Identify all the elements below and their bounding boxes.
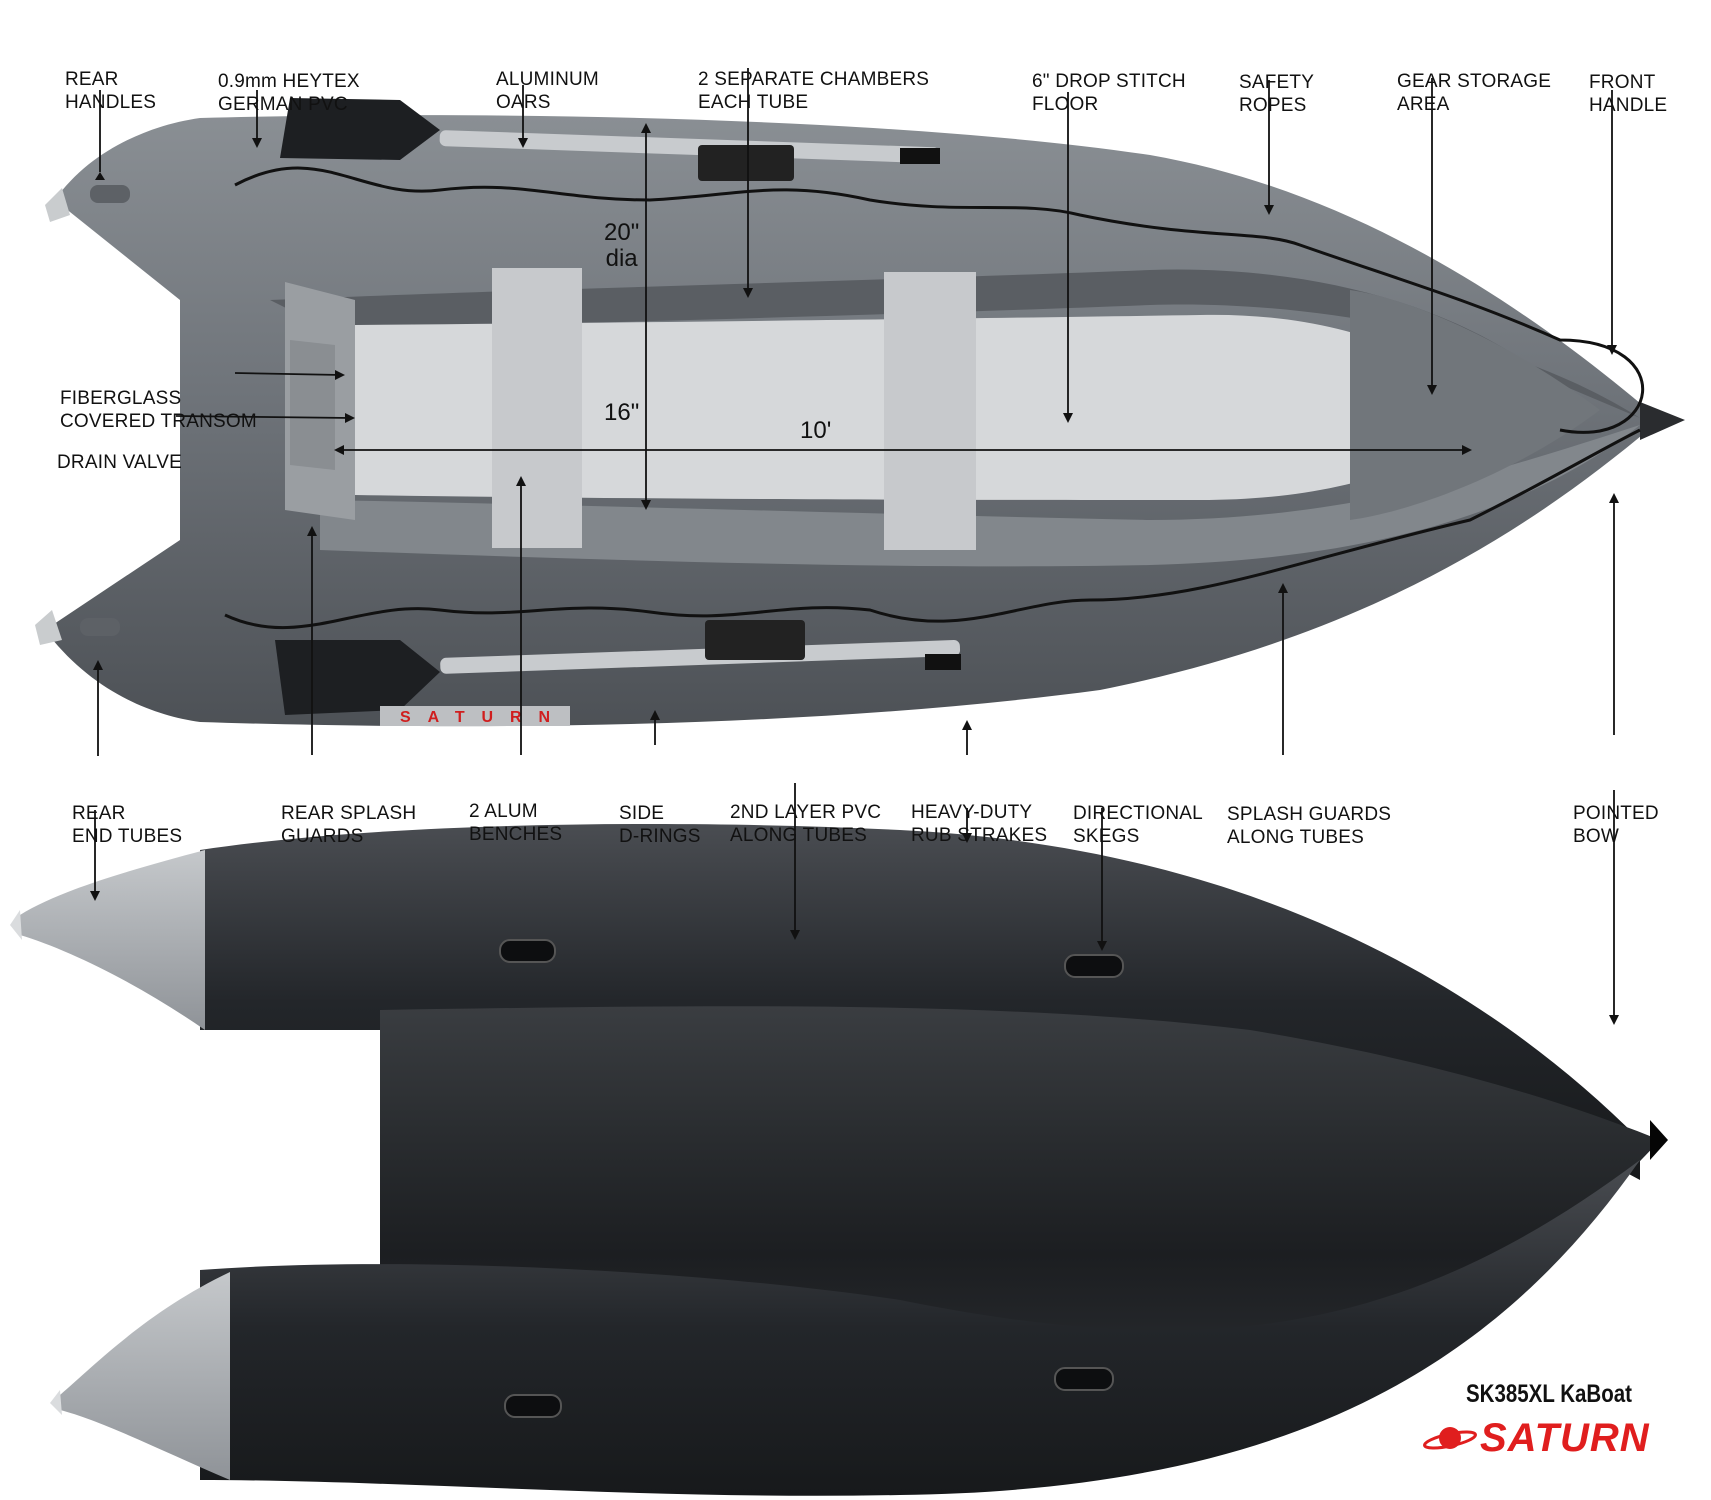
pointer-arrowheads [90,123,1619,1025]
rear-handle-bottom [80,618,120,636]
boat-bottom-view [10,824,1668,1496]
dim-tube-diameter: 20"dia [604,219,640,272]
rear-end-tube-upper [20,850,205,1030]
dim-length: 10' [800,417,832,444]
rear-cone-bottom [35,610,62,645]
model-name: SK385XL KaBoat [1466,1380,1632,1408]
dim-inner-width: 16" [604,399,640,426]
label-drain-valve: DRAIN VALVE [57,452,183,473]
oar-top [280,98,940,181]
brand-logo-text: SATURN [1480,1416,1650,1460]
safety-rope-top [234,166,1645,434]
bench-front [884,272,976,550]
skeg-upper-rear [499,939,556,963]
skeg-lower-rear [504,1394,562,1418]
gear-storage-cover [1350,290,1600,520]
hull-logo-strip [380,706,570,726]
safety-rope-bottom [224,428,1641,630]
pointer-lines [94,68,1615,1022]
rear-end-tube-lower [60,1272,230,1480]
bench-rear [492,268,582,548]
boat-top-view [35,98,1685,727]
skeg-lower-front [1054,1367,1114,1391]
bow-cone [1640,402,1685,440]
saturn-planet-icon [1423,1427,1477,1450]
bottom-bow-tip [1650,1120,1668,1160]
rear-cone-top [45,188,70,222]
rear-handle-top [90,185,130,203]
skeg-upper-front [1064,954,1124,978]
bottom-tube-upper [200,824,1640,1180]
oar-bottom [275,620,961,715]
